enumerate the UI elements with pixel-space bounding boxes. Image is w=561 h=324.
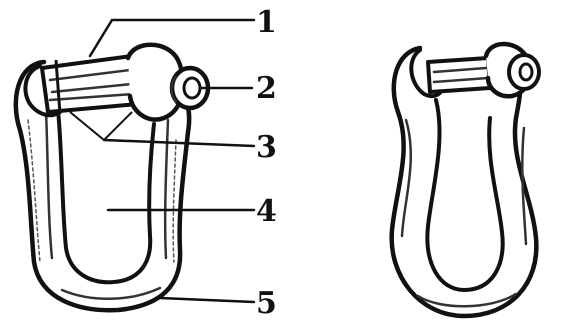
right-shackle-nut-core [520,64,532,80]
callout-labels: 1 2 3 4 5 [256,5,277,321]
callout-4: 4 [256,194,277,229]
callout-3: 3 [256,130,277,165]
leader-5 [160,298,254,302]
left-shackle-icon [16,45,208,310]
left-shackle-nut-core [184,78,200,98]
left-shackle-bow-inner [58,110,154,282]
leader-3 [104,140,254,146]
callout-1: 1 [256,5,277,40]
right-shackle-hatch [402,120,526,306]
right-shackle-bow-inner [427,100,502,290]
right-shackle-icon [392,44,539,316]
right-shackle-pin [428,58,490,92]
callout-5: 5 [256,286,277,321]
left-shackle-pin-taper-lines [70,112,132,140]
callout-2: 2 [256,71,277,106]
